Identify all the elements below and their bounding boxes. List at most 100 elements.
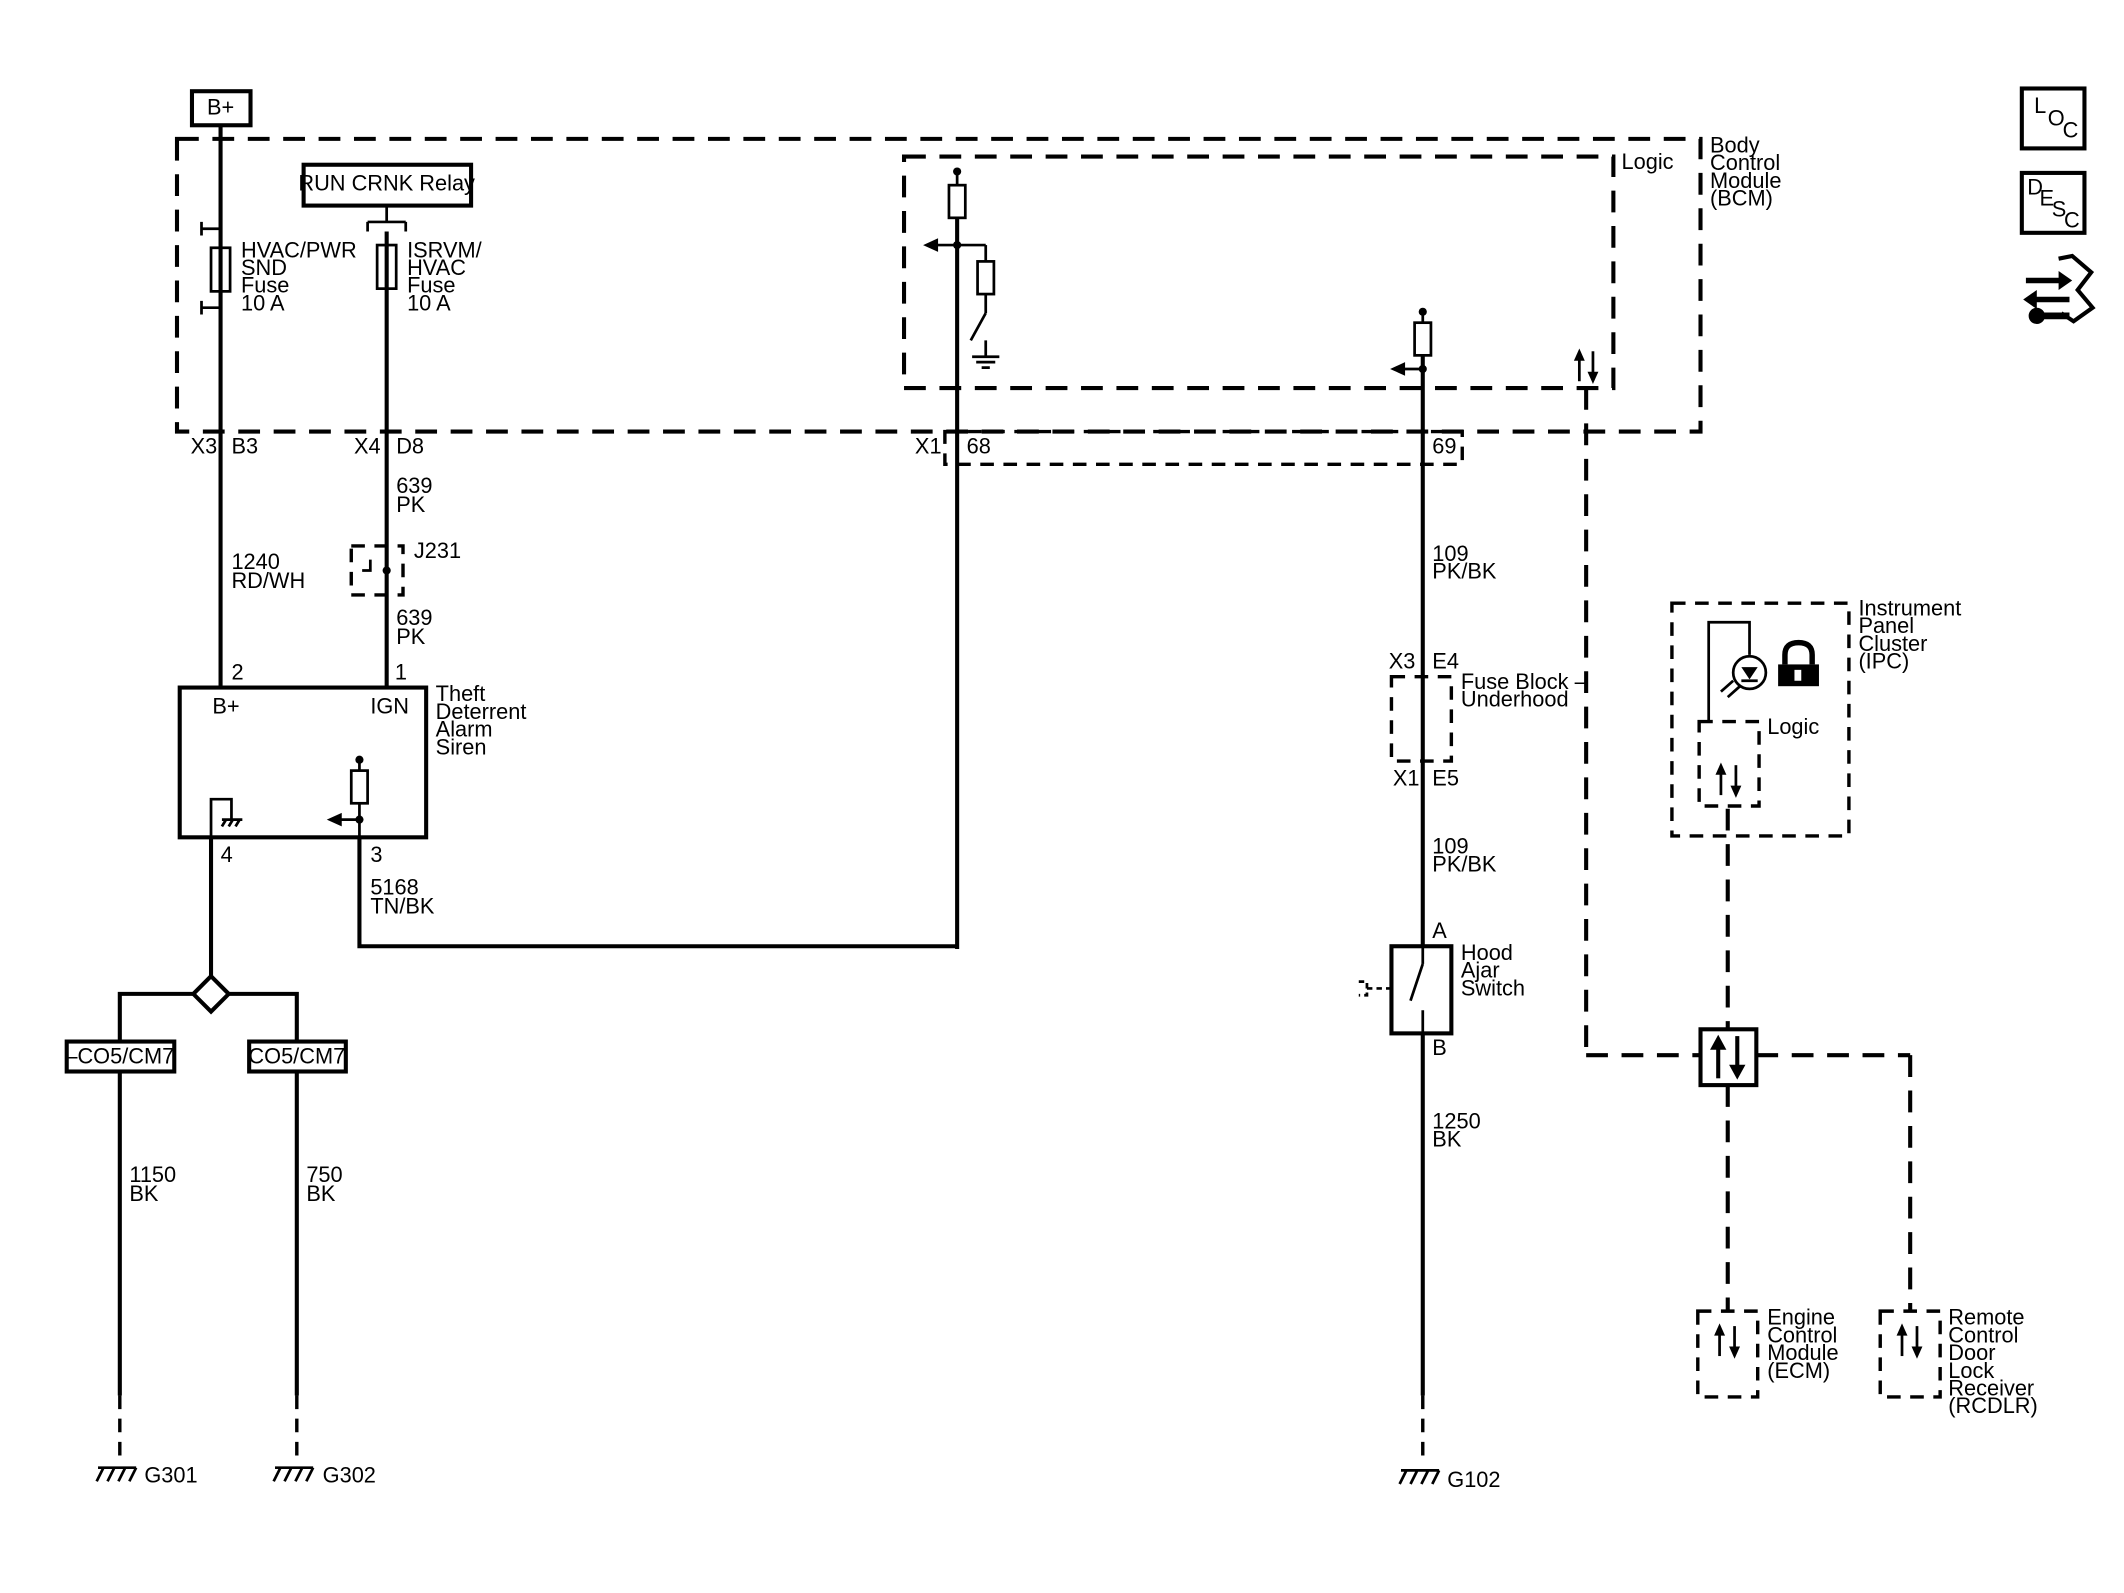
svg-text:Lock: Lock bbox=[1948, 1358, 1994, 1383]
svg-text:1250: 1250 bbox=[1432, 1109, 1480, 1134]
svg-text:PK: PK bbox=[396, 492, 426, 517]
loc-nav-button[interactable]: L O C bbox=[2019, 86, 2087, 151]
ground-g301-icon bbox=[95, 1466, 138, 1482]
svg-text:Module: Module bbox=[1767, 1340, 1838, 1365]
desc-nav-button[interactable]: D E S C bbox=[2019, 170, 2087, 235]
hood-switch-pin-b: B bbox=[1432, 1035, 1447, 1060]
bplus-label: B+ bbox=[207, 94, 234, 119]
svg-text:BK: BK bbox=[129, 1181, 159, 1206]
connector-icon[interactable] bbox=[2023, 253, 2096, 325]
svg-text:Fuse: Fuse bbox=[241, 273, 289, 298]
run-crnk-relay-box bbox=[301, 162, 474, 208]
svg-text:Cluster: Cluster bbox=[1858, 631, 1927, 656]
siren-pin-1: 1 bbox=[395, 659, 407, 684]
svg-text:HVAC: HVAC bbox=[407, 255, 466, 280]
bcm-input-circuit-69 bbox=[1390, 307, 1433, 677]
bcm-label: Body Control Module (BCM) bbox=[1710, 132, 1781, 210]
wire-639-top-label: 639 PK bbox=[396, 473, 432, 517]
bcm-x1-connector-outline bbox=[943, 429, 1464, 466]
ipc-serial-data-arrows bbox=[1715, 762, 1742, 798]
svg-text:Underhood: Underhood bbox=[1461, 687, 1569, 712]
loc-icon-o: O bbox=[2048, 105, 2065, 130]
rcdlr-box bbox=[1878, 1309, 1942, 1399]
wire-750-label: 750 BK bbox=[306, 1162, 342, 1206]
bcm-logic-box bbox=[901, 154, 1616, 391]
svg-text:639: 639 bbox=[396, 473, 432, 498]
isrvm-fuse-label: ISRVM/ HVAC Fuse 10 A bbox=[407, 237, 483, 315]
pin-d8: D8 bbox=[396, 433, 424, 458]
svg-text:Theft: Theft bbox=[436, 681, 486, 706]
svg-text:10 A: 10 A bbox=[407, 290, 451, 315]
desc-icon-c: C bbox=[2064, 207, 2080, 232]
hood-ajar-switch-label: Hood Ajar Switch bbox=[1461, 940, 1525, 1000]
svg-text:5168: 5168 bbox=[370, 875, 418, 900]
svg-text:109: 109 bbox=[1432, 541, 1468, 566]
ecm-box bbox=[1696, 1309, 1760, 1399]
svg-text:(IPC): (IPC) bbox=[1858, 648, 1909, 673]
rcdlr-serial-data-arrows bbox=[1896, 1323, 1923, 1359]
ground-g102-label: G102 bbox=[1447, 1467, 1500, 1492]
svg-text:Remote: Remote bbox=[1948, 1305, 2024, 1330]
theft-siren-label: Theft Deterrent Alarm Siren bbox=[436, 681, 527, 759]
option-co5-label: CO5/CM7 bbox=[248, 1043, 345, 1068]
svg-text:SND: SND bbox=[241, 255, 287, 280]
svg-text:(BCM): (BCM) bbox=[1710, 186, 1773, 211]
fuse-block-x1: X1 bbox=[1393, 766, 1420, 791]
bcm-housing bbox=[174, 136, 1703, 434]
siren-input-circuit bbox=[326, 755, 369, 838]
svg-text:Receiver: Receiver bbox=[1948, 1376, 2034, 1401]
svg-text:Deterrent: Deterrent bbox=[436, 699, 527, 724]
conn-x4: X4 bbox=[354, 433, 381, 458]
svg-text:ISRVM/: ISRVM/ bbox=[407, 237, 483, 262]
svg-text:750: 750 bbox=[306, 1162, 342, 1187]
siren-ign-label: IGN bbox=[370, 693, 409, 718]
bcm-logic-label: Logic bbox=[1622, 149, 1674, 174]
svg-text:Panel: Panel bbox=[1858, 613, 1914, 638]
hood-switch-pin-a: A bbox=[1432, 918, 1447, 943]
wire-109-top-label: 109 PK/BK bbox=[1432, 541, 1497, 584]
hood-ajar-switch-icon bbox=[1358, 946, 1425, 1034]
option-split-diamond bbox=[190, 973, 232, 1015]
svg-text:Instrument: Instrument bbox=[1858, 595, 1961, 620]
svg-text:Control: Control bbox=[1948, 1322, 2018, 1347]
ecm-serial-data-arrows bbox=[1714, 1323, 1740, 1359]
ipc-label: Instrument Panel Cluster (IPC) bbox=[1858, 595, 1961, 673]
fuse-block-x3: X3 bbox=[1389, 648, 1416, 673]
svg-text:HVAC/PWR: HVAC/PWR bbox=[241, 237, 357, 262]
splice-j231-box bbox=[349, 544, 405, 597]
ipc-logic-label: Logic bbox=[1767, 714, 1819, 739]
svg-text:Fuse: Fuse bbox=[407, 273, 455, 298]
fuse-block-e4: E4 bbox=[1432, 648, 1459, 673]
svg-text:639: 639 bbox=[396, 605, 432, 630]
svg-text:Body: Body bbox=[1710, 132, 1760, 157]
serial-data-splice-arrows bbox=[1710, 1034, 1746, 1080]
svg-text:Switch: Switch bbox=[1461, 975, 1525, 1000]
wire-1150-label: 1150 BK bbox=[129, 1162, 176, 1206]
ipc-logic-box bbox=[1697, 719, 1761, 808]
siren-pin-4: 4 bbox=[221, 842, 233, 867]
svg-text:Control: Control bbox=[1710, 150, 1780, 175]
svg-text:Engine: Engine bbox=[1767, 1305, 1835, 1330]
desc-icon-s: S bbox=[2052, 196, 2067, 221]
svg-text:Ajar: Ajar bbox=[1461, 958, 1500, 983]
conn-x3: X3 bbox=[191, 433, 218, 458]
svg-text:Fuse Block –: Fuse Block – bbox=[1461, 669, 1588, 694]
run-crnk-relay-label: RUN CRNK Relay bbox=[298, 171, 475, 196]
fuse-block-e5: E5 bbox=[1432, 766, 1459, 791]
siren-bplus-label: B+ bbox=[212, 693, 239, 718]
wire-1250-label: 1250 BK bbox=[1432, 1109, 1480, 1152]
hvac-pwr-fuse bbox=[200, 221, 232, 315]
option-not-co5-label: –CO5/CM7 bbox=[65, 1043, 174, 1068]
bcm-input-circuit-68 bbox=[923, 167, 1000, 949]
svg-text:1240: 1240 bbox=[231, 549, 279, 574]
loc-icon-c: C bbox=[2063, 118, 2079, 143]
fuse-block-label: Fuse Block – Underhood bbox=[1461, 669, 1588, 712]
rcdlr-label: Remote Control Door Lock Receiver (RCDLR… bbox=[1948, 1305, 2037, 1418]
desc-icon-e: E bbox=[2040, 186, 2055, 211]
siren-pin-3: 3 bbox=[370, 842, 382, 867]
wire-109-bot-label: 109 PK/BK bbox=[1432, 834, 1497, 877]
hvac-pwr-fuse-label: HVAC/PWR SND Fuse 10 A bbox=[241, 237, 357, 315]
svg-text:109: 109 bbox=[1432, 834, 1468, 859]
ecm-label: Engine Control Module (ECM) bbox=[1767, 1305, 1838, 1383]
